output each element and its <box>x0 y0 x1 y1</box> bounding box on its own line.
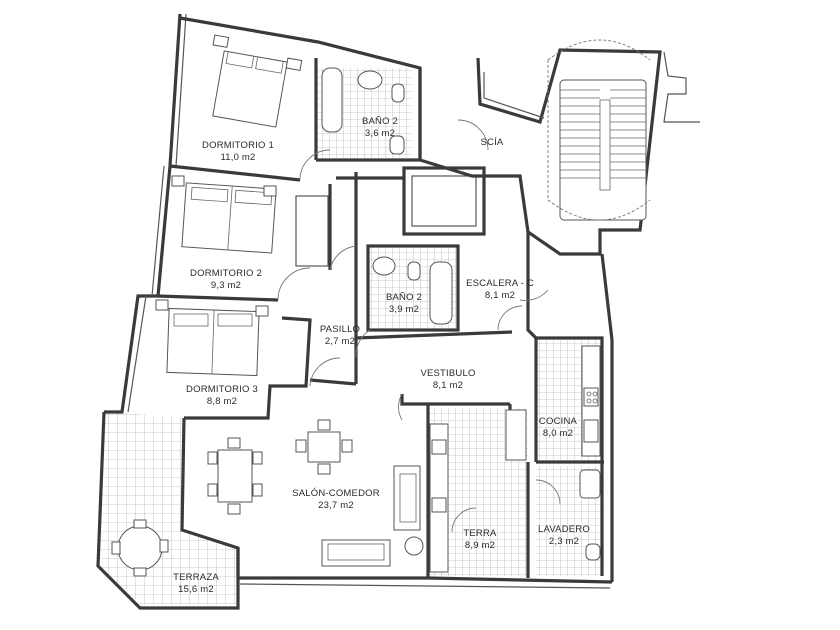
walls <box>96 13 700 610</box>
terraza-table <box>111 519 169 577</box>
coffee-table <box>295 419 353 475</box>
dormitorio3-name: DORMITORIO 3 <box>186 384 258 395</box>
escalera-area: 8,1 m2 <box>485 290 515 301</box>
bed-dormitorio-3 <box>155 299 269 377</box>
cocina-area: 8,0 m2 <box>543 428 573 439</box>
sofa-right <box>393 465 421 531</box>
room-labels: DORMITORIO 1 11,0 m2 BAÑO 2 3,6 m2 SCÍA … <box>173 116 590 595</box>
scia-label: SCÍA <box>481 137 504 148</box>
terra-area: 8,9 m2 <box>465 540 495 551</box>
dormitorio1-name: DORMITORIO 1 <box>202 140 274 151</box>
terra-name: TERRA <box>463 528 497 539</box>
terra-fixtures <box>429 409 527 573</box>
terraza-name: TERRAZA <box>173 572 219 583</box>
bano2-top-fixtures <box>321 67 405 155</box>
cocina-name: COCINA <box>539 416 578 427</box>
stairs <box>547 39 651 221</box>
bano2-top-area: 3,6 m2 <box>365 128 395 139</box>
vestibulo-area: 8,1 m2 <box>433 380 463 391</box>
dormitorio3-area: 8,8 m2 <box>207 396 237 407</box>
pasillo-name: PASILLO <box>320 324 360 335</box>
bano2-mid-name: BAÑO 2 <box>386 292 422 303</box>
escalera-name: ESCALERA - C <box>466 278 534 289</box>
terraza-area: 15,6 m2 <box>178 584 214 595</box>
bano2-top-name: BAÑO 2 <box>362 116 398 127</box>
bano2-mid-fixtures <box>372 256 453 325</box>
pasillo-area: 2,7 m2 <box>325 336 355 347</box>
vestibulo-name: VESTIBULO <box>420 368 475 379</box>
bed-dormitorio-1 <box>212 34 303 128</box>
salon-area: 23,7 m2 <box>318 500 354 511</box>
dormitorio2-area: 9,3 m2 <box>211 280 241 291</box>
dormitorio2-name: DORMITORIO 2 <box>190 268 262 279</box>
bano2-mid-area: 3,9 m2 <box>389 304 419 315</box>
dining-table <box>207 437 263 515</box>
lavadero-area: 2,3 m2 <box>549 536 579 547</box>
lavadero-fixtures <box>579 469 601 561</box>
lavadero-name: LAVADERO <box>538 524 590 535</box>
salon-name: SALÓN-COMEDOR <box>292 488 380 499</box>
doors <box>277 119 561 533</box>
dormitorio1-area: 11,0 m2 <box>220 152 255 163</box>
bed-dormitorio-2 <box>171 175 277 254</box>
sofa-bottom <box>321 536 424 567</box>
kitchen-fixtures <box>581 345 601 457</box>
